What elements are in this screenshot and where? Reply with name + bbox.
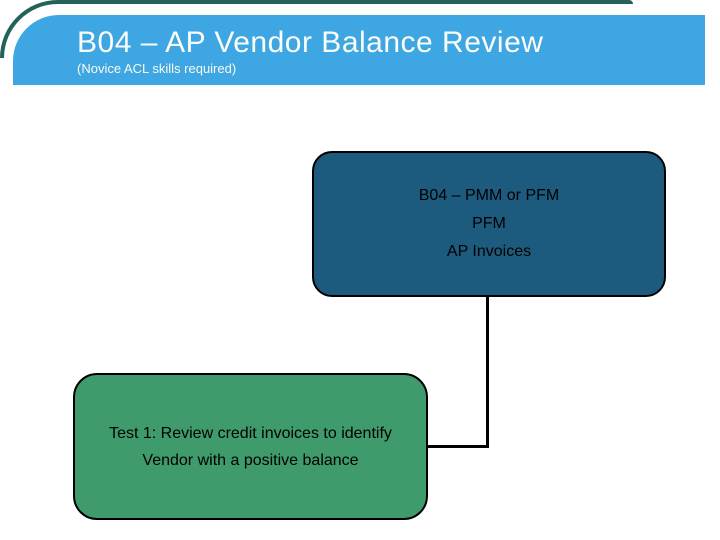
title-bar: B04 – AP Vendor Balance Review (Novice A… bbox=[13, 15, 705, 85]
flowchart-source-box: B04 – PMM or PFM PFM AP Invoices bbox=[312, 151, 666, 297]
test-box-line-2: Vendor with a positive balance bbox=[142, 451, 359, 469]
slide-title: B04 – AP Vendor Balance Review bbox=[77, 26, 544, 59]
test-box-line-1: Test 1: Review credit invoices to identi… bbox=[109, 424, 392, 442]
connector-horizontal-segment bbox=[428, 445, 489, 448]
source-box-line-1: B04 – PMM or PFM bbox=[418, 187, 560, 204]
source-box-line-2: PFM bbox=[472, 215, 506, 232]
slide-subtitle: (Novice ACL skills required) bbox=[77, 61, 237, 76]
source-box-line-3: AP Invoices bbox=[446, 243, 532, 260]
flowchart-test-box: Test 1: Review credit invoices to identi… bbox=[73, 373, 428, 520]
connector-vertical-segment bbox=[486, 297, 489, 448]
